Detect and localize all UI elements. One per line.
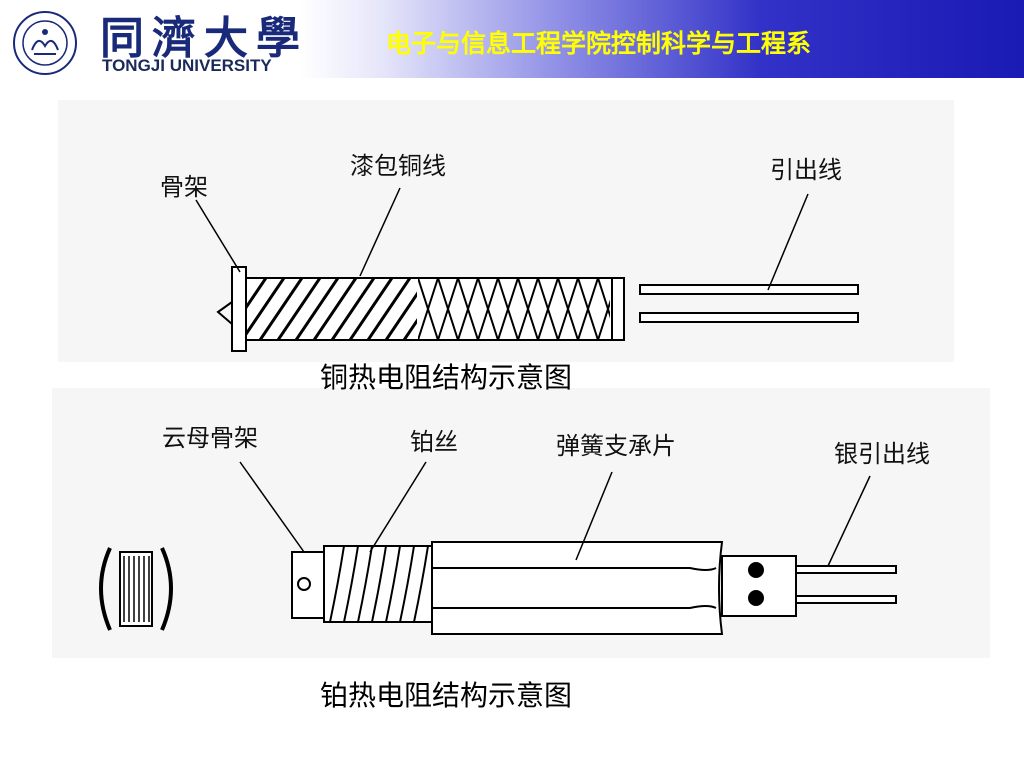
university-seal-icon [13,11,77,75]
label-enamel-copper-wire: 漆包铜线 [350,152,446,180]
copper-caption: 铜热电阻结构示意图 [320,361,573,394]
label-platinum-wire: 铂丝 [410,428,458,456]
label-frame: 骨架 [160,173,208,201]
label-spring-support: 弹簧支承片 [556,432,676,460]
label-silver-lead: 银引出线 [834,440,930,468]
platinum-resistor-drawing [99,461,897,635]
department-title: 电子与信息工程学院控制科学与工程系 [386,29,812,58]
label-lead-wire: 引出线 [770,156,842,184]
university-name-en: TONGJI UNIVERSITY [102,56,272,75]
header-banner: 同濟大學 TONGJI UNIVERSITY 电子与信息工程学院控制科学与工程系 [0,0,1024,78]
label-mica-frame: 云母骨架 [162,424,258,452]
university-name-cn: 同濟大學 [100,13,308,64]
copper-resistor-drawing [195,187,859,352]
platinum-caption: 铂热电阻结构示意图 [320,679,573,712]
